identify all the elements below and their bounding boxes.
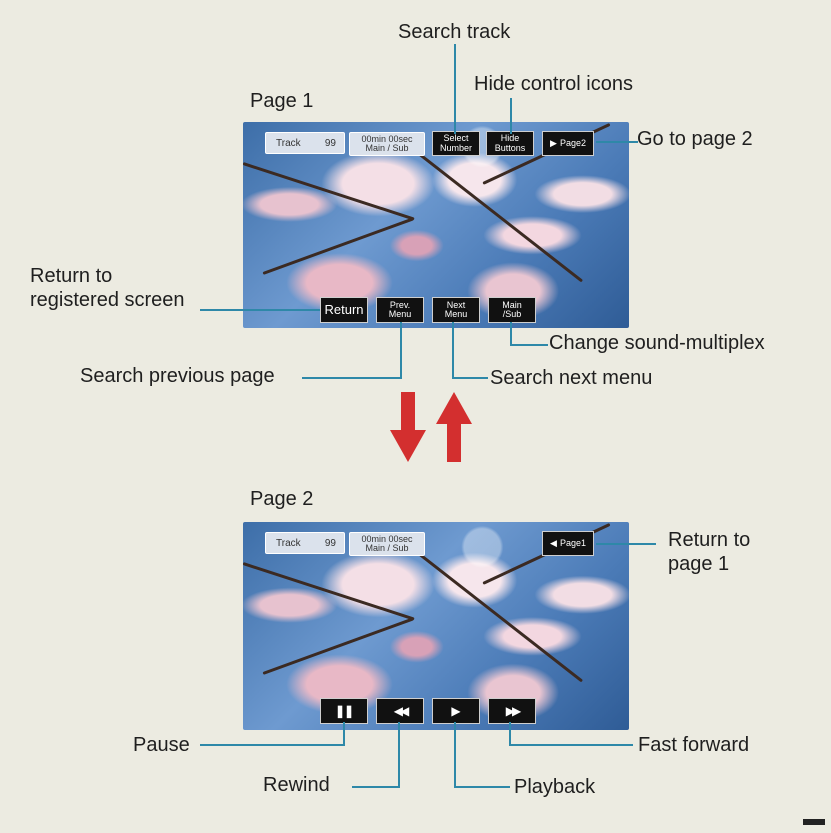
caption-fast-forward: Fast forward (638, 734, 750, 756)
caption-go-to-page-2: Go to page 2 (637, 128, 753, 150)
page1-button[interactable]: ◀ Page1 (542, 531, 594, 556)
caption-pause: Pause (133, 734, 190, 756)
track-label: Track (276, 537, 301, 549)
time-indicator: 00min 00sec Main / Sub (349, 532, 425, 556)
leader-return (200, 309, 320, 311)
leader-next-menu-v (452, 322, 454, 378)
leader-rewind-h (352, 786, 400, 788)
leader-ff-h (509, 744, 633, 746)
page-1-label: Page 1 (250, 90, 314, 112)
leader-main-sub-h (510, 344, 548, 346)
fast-forward-icon: ▶▶ (505, 704, 522, 718)
time-line-2: Main / Sub (365, 543, 409, 554)
hide-buttons-button[interactable]: Hide Buttons (486, 131, 534, 156)
leader-ff-v (509, 722, 511, 746)
caption-change-sound: Change sound-multiplex (549, 332, 765, 354)
rewind-button[interactable]: ◀◀ (376, 698, 424, 724)
leader-next-menu-h (452, 377, 488, 379)
play-icon: ▶ (451, 704, 461, 718)
select-number-button[interactable]: Select Number (432, 131, 480, 156)
page-2-label: Page 2 (250, 488, 314, 510)
pause-icon: ❚❚ (334, 704, 354, 718)
time-line-1: 00min 00sec (361, 134, 413, 144)
screen-page-1: Track 99 00min 00sec Main / Sub Select N… (243, 122, 629, 328)
page2-button[interactable]: ▶ Page2 (542, 131, 594, 156)
track-label: Track (276, 137, 301, 149)
chevron-left-icon: ◀ (550, 537, 557, 548)
track-indicator: Track 99 (265, 132, 345, 154)
play-button[interactable]: ▶ (432, 698, 480, 724)
fast-forward-button[interactable]: ▶▶ (488, 698, 536, 724)
caption-search-track: Search track (398, 21, 511, 43)
page2-button-label: Page2 (559, 137, 586, 148)
page1-button-label: Page1 (559, 537, 586, 548)
leader-playback-h (454, 786, 510, 788)
time-indicator: 00min 00sec Main / Sub (349, 132, 425, 156)
corner-logo (803, 819, 825, 825)
chevron-right-icon: ▶ (550, 137, 557, 148)
leader-go-page-2 (596, 141, 638, 143)
caption-return-to-page-1: Return to page 1 (668, 529, 751, 575)
caption-return-registered: Return to registered screen (30, 265, 185, 311)
main-sub-button[interactable]: Main /Sub (488, 297, 536, 323)
leader-rewind-v (398, 722, 400, 788)
caption-rewind: Rewind (263, 774, 330, 796)
rewind-icon: ◀◀ (393, 704, 410, 718)
leader-return-page-1 (596, 543, 656, 545)
leader-hide-icons (510, 98, 512, 134)
leader-prev-menu-h (302, 377, 402, 379)
leader-search-track (454, 44, 456, 134)
leader-prev-menu-v (400, 322, 402, 378)
time-line-1: 00min 00sec (361, 534, 413, 544)
arrow-up-icon (436, 392, 472, 462)
prev-menu-button[interactable]: Prev. Menu (376, 297, 424, 323)
next-menu-button[interactable]: Next Menu (432, 297, 480, 323)
pause-button[interactable]: ❚❚ (320, 698, 368, 724)
leader-main-sub-v (510, 322, 512, 346)
time-line-2: Main / Sub (365, 143, 409, 154)
track-value: 99 (324, 537, 336, 549)
caption-hide-control-icons: Hide control icons (474, 73, 633, 95)
caption-search-previous-page: Search previous page (80, 365, 275, 387)
track-indicator: Track 99 (265, 532, 345, 554)
leader-pause-h (200, 744, 345, 746)
track-value: 99 (324, 137, 336, 149)
leader-playback-v (454, 722, 456, 788)
caption-search-next-menu: Search next menu (490, 367, 653, 389)
return-button[interactable]: Return (320, 297, 368, 323)
leader-pause-v (343, 722, 345, 746)
arrow-down-icon (390, 392, 426, 462)
screen-page-2: Track 99 00min 00sec Main / Sub ◀ Page1 … (243, 522, 629, 730)
caption-playback: Playback (514, 776, 596, 798)
